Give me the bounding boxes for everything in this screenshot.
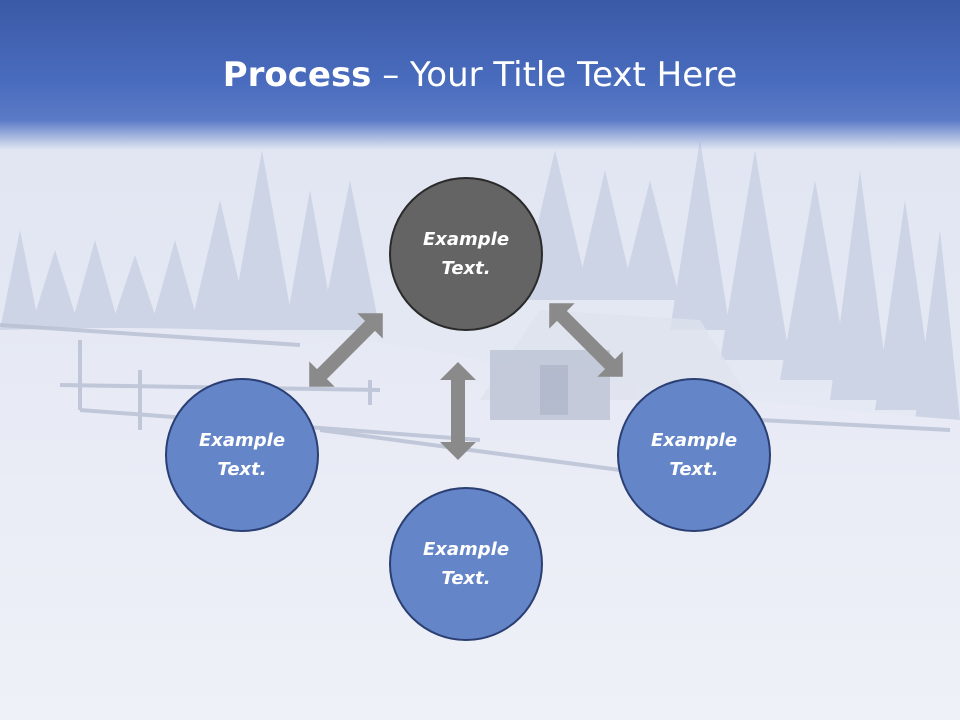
process-node-bottom[interactable]: Example Text. xyxy=(389,487,543,641)
process-node-left[interactable]: Example Text. xyxy=(165,378,319,532)
node-label: Example Text. xyxy=(198,430,286,480)
process-node-right[interactable]: Example Text. xyxy=(617,378,771,532)
node-label: Example Text. xyxy=(422,539,510,589)
slide-title: Process – Your Title Text Here xyxy=(0,50,960,100)
arrow-left-top xyxy=(309,313,383,387)
node-label: Example Text. xyxy=(650,430,738,480)
title-bar: Process – Your Title Text Here xyxy=(0,0,960,150)
arrow-top-bottom xyxy=(440,362,476,460)
arrow-top-right xyxy=(549,303,623,377)
node-label: Example Text. xyxy=(422,229,510,279)
title-bold: Process xyxy=(222,55,372,95)
title-rest: – Your Title Text Here xyxy=(371,55,738,95)
process-node-top[interactable]: Example Text. xyxy=(389,177,543,331)
